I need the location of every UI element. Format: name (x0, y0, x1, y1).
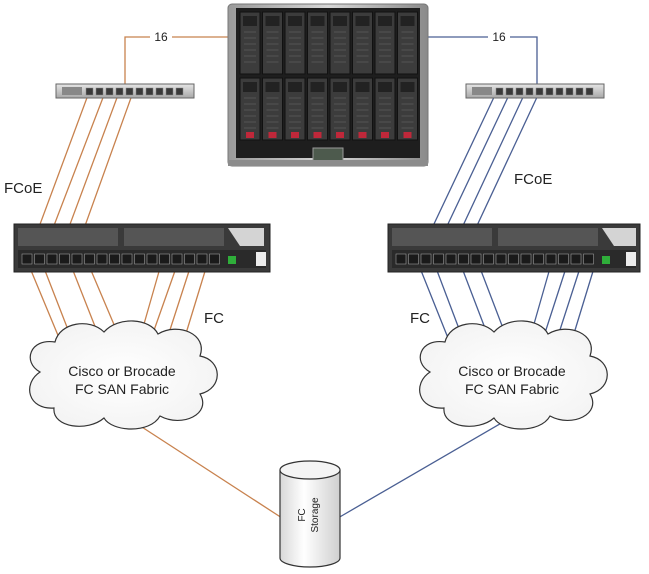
switch-port (470, 253, 482, 265)
fc-storage[interactable]: FC Storage (279, 460, 341, 568)
uplink-right (423, 36, 538, 86)
blade-row-bottom (239, 77, 418, 141)
right-uplink-count-label: 16 (492, 30, 506, 44)
switch-port (533, 253, 544, 265)
blade-server[interactable] (397, 77, 418, 141)
blade-server[interactable] (352, 11, 373, 75)
left-access-switch[interactable] (55, 83, 195, 99)
fc-links-left (29, 267, 207, 346)
switch-port (583, 253, 594, 265)
switch-port (558, 253, 569, 265)
blade-server[interactable] (284, 11, 306, 75)
switch-port (34, 253, 45, 265)
switch-port (95, 87, 104, 96)
switch-port (420, 253, 432, 265)
switch-port (121, 253, 133, 265)
switch-port (515, 87, 524, 96)
switch-port (209, 253, 220, 265)
switch-port (505, 87, 514, 96)
blade-server[interactable] (374, 77, 396, 141)
storage-label-line2: Storage (310, 497, 321, 532)
right-fcoe-switch[interactable] (387, 223, 641, 273)
switch-port (175, 87, 184, 96)
switch-port (105, 87, 114, 96)
blade-server[interactable] (307, 77, 328, 141)
switch-port (520, 253, 532, 265)
switch-port (115, 87, 124, 96)
storage-link-left (127, 417, 283, 519)
left-fcoe-label: FCoE (4, 180, 42, 197)
right-fcoe-label: FCoE (514, 171, 552, 188)
left-fc-label: FC (204, 310, 224, 327)
left-cloud-label-line2: FC SAN Fabric (75, 381, 169, 397)
chassis-lcd (312, 147, 344, 163)
blade-server[interactable] (374, 11, 396, 75)
switch-port (71, 253, 83, 265)
blade-server[interactable] (262, 11, 283, 75)
switch-port (109, 253, 120, 265)
blade-server[interactable] (307, 11, 328, 75)
right-cloud-label-line1: Cisco or Brocade (458, 363, 566, 379)
blade-row-top (239, 11, 418, 75)
blade-server[interactable] (239, 77, 261, 141)
switch-port (85, 87, 94, 96)
switch-port (585, 87, 594, 96)
switch-port (145, 87, 154, 96)
left-uplink-count-label: 16 (154, 30, 168, 44)
switch-port (495, 253, 507, 265)
left-fcoe-switch[interactable] (13, 223, 271, 273)
blade-server[interactable] (239, 11, 261, 75)
switch-port (483, 253, 494, 265)
switch-port (545, 87, 554, 96)
switch-port (565, 87, 574, 96)
left-cloud-label-line1: Cisco or Brocade (68, 363, 176, 379)
right-cloud-label-line2: FC SAN Fabric (465, 381, 559, 397)
switch-port (46, 253, 58, 265)
switch-port (171, 253, 183, 265)
switch-port (535, 87, 544, 96)
switch-port (570, 253, 582, 265)
blade-server[interactable] (352, 77, 373, 141)
blade-server[interactable] (329, 11, 351, 75)
switch-port (495, 87, 504, 96)
switch-port (165, 87, 174, 96)
switch-port (84, 253, 95, 265)
blade-server[interactable] (262, 77, 283, 141)
storage-label-line1: FC (297, 508, 308, 521)
right-fc-label: FC (410, 310, 430, 327)
right-san-fabric-cloud[interactable]: Cisco or Brocade FC SAN Fabric (419, 320, 608, 430)
switch-port (155, 87, 164, 96)
switch-port (458, 253, 469, 265)
switch-port (408, 253, 419, 265)
switch-port (184, 253, 195, 265)
blade-chassis[interactable] (227, 3, 429, 167)
switch-port (395, 253, 407, 265)
switch-port (445, 253, 457, 265)
left-san-fabric-cloud[interactable]: Cisco or Brocade FC SAN Fabric (29, 320, 218, 430)
uplink-left (124, 36, 235, 86)
switch-port (134, 253, 145, 265)
switch-port (545, 253, 557, 265)
blade-server[interactable] (397, 11, 418, 75)
switch-port (525, 87, 534, 96)
blade-server[interactable] (284, 77, 306, 141)
switch-port (575, 87, 584, 96)
switch-port (59, 253, 70, 265)
switch-port (159, 253, 170, 265)
switch-port (196, 253, 208, 265)
storage-link-right (337, 417, 511, 519)
switch-port (555, 87, 564, 96)
switch-port (21, 253, 33, 265)
blade-server[interactable] (329, 77, 351, 141)
switch-port (433, 253, 444, 265)
switch-port (146, 253, 158, 265)
switch-port (508, 253, 519, 265)
right-access-switch[interactable] (465, 83, 605, 99)
switch-port (96, 253, 108, 265)
switch-port (135, 87, 144, 96)
switch-port (125, 87, 134, 96)
